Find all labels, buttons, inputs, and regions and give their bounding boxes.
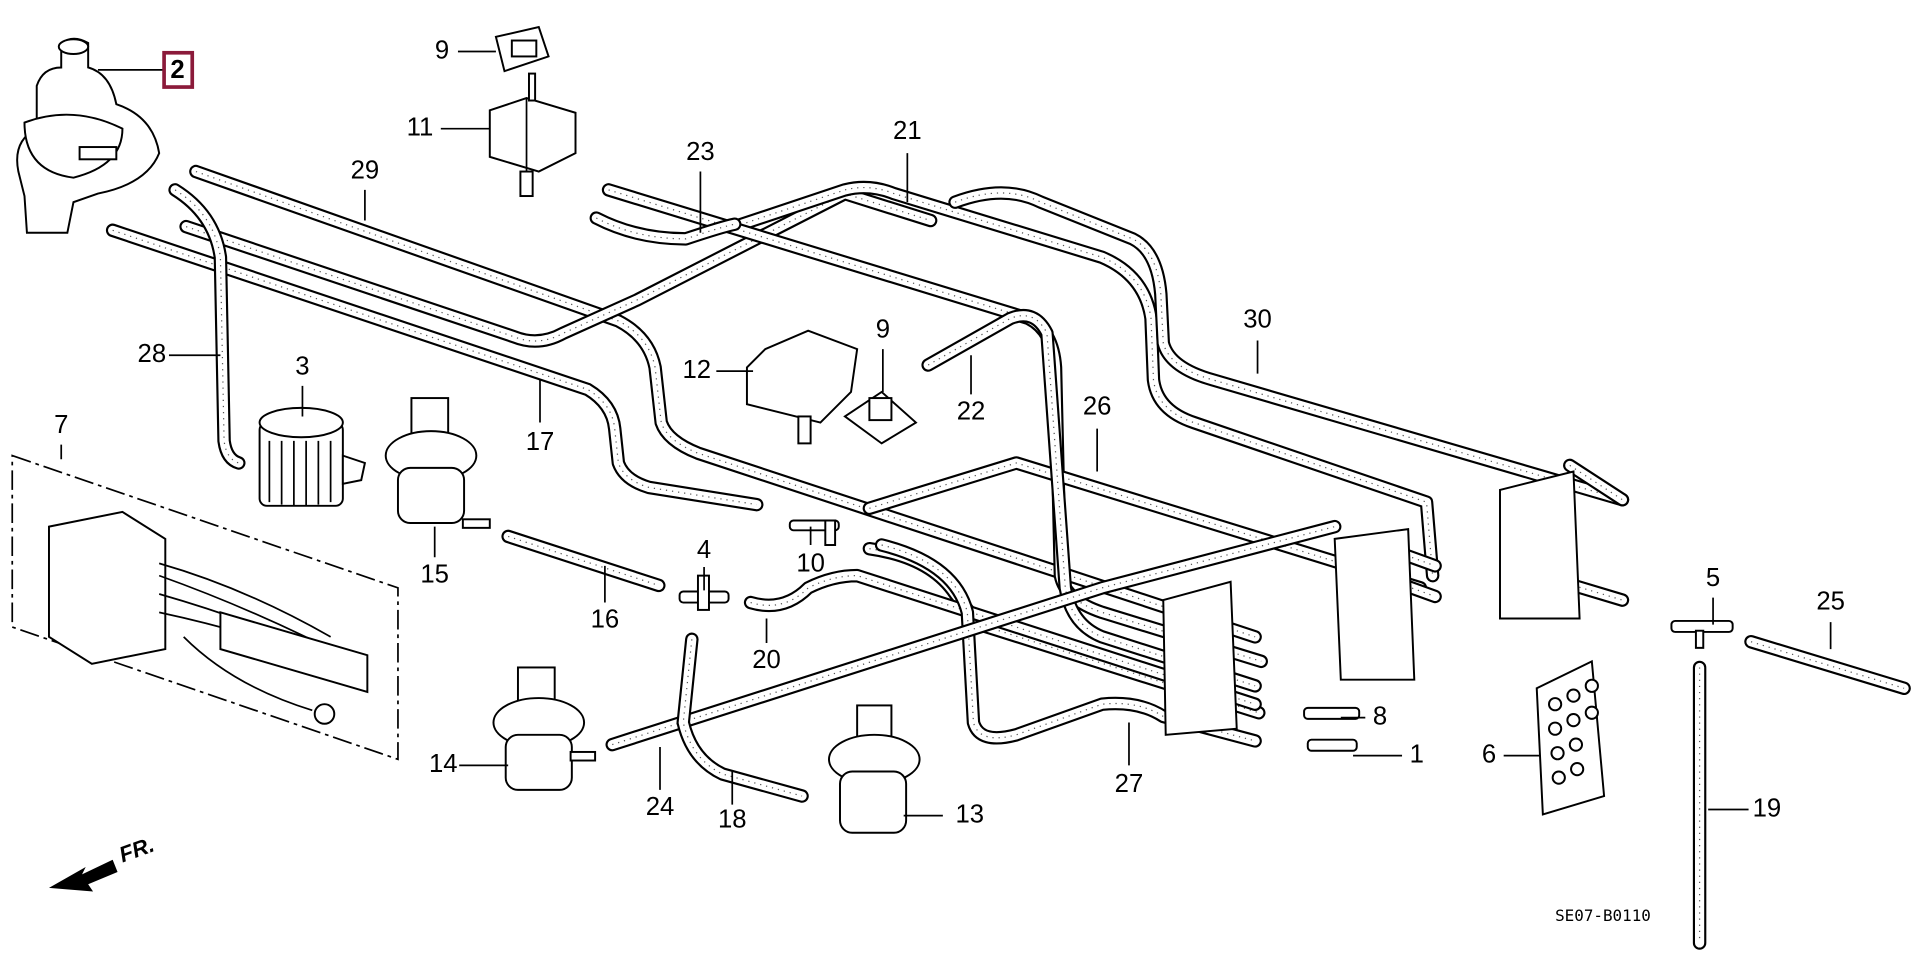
part-5-joint[interactable] <box>1670 619 1734 649</box>
callout-17[interactable]: 17 <box>526 428 555 456</box>
tube-23b[interactable] <box>589 211 742 246</box>
part-13-valve[interactable] <box>828 704 921 834</box>
callout-5[interactable]: 5 <box>1706 564 1720 592</box>
callout-1[interactable]: 1 <box>1410 740 1424 768</box>
tube-upper[interactable] <box>179 186 938 348</box>
callout-2[interactable]: 2 <box>170 56 184 84</box>
tube-27[interactable] <box>874 538 1262 748</box>
tubes <box>105 164 1911 950</box>
part-10-joint[interactable] <box>788 519 840 546</box>
part-9-connector-top[interactable] <box>494 25 550 73</box>
callout-8[interactable]: 8 <box>1373 702 1387 730</box>
part-11-solenoid[interactable] <box>488 72 577 198</box>
leader-lines <box>60 50 1832 817</box>
callout-29[interactable]: 29 <box>351 156 380 184</box>
callout-22[interactable]: 22 <box>957 398 986 426</box>
callout-21[interactable]: 21 <box>893 117 922 145</box>
tube-right2[interactable] <box>1566 578 1630 607</box>
part-9-connector-mid[interactable] <box>843 390 918 445</box>
tube-30[interactable] <box>948 186 1630 507</box>
callout-11[interactable]: 11 <box>407 113 434 141</box>
callout-16[interactable]: 16 <box>591 606 620 634</box>
grommet-hole <box>1584 678 1599 693</box>
brackets <box>1162 470 1581 736</box>
tube-25[interactable] <box>1744 635 1911 696</box>
callout-13[interactable]: 13 <box>955 800 984 828</box>
part-1-fitting[interactable] <box>1306 738 1358 752</box>
grommet-hole <box>1548 697 1563 712</box>
grommet-hole <box>1566 713 1581 728</box>
callout-20[interactable]: 20 <box>752 646 781 674</box>
callout-14[interactable]: 14 <box>429 750 458 778</box>
callout-9b[interactable]: 9 <box>876 316 890 344</box>
tube-28[interactable] <box>168 183 246 470</box>
tube-17[interactable] <box>105 223 764 512</box>
grommet-hole <box>1584 705 1599 720</box>
tube-16[interactable] <box>501 529 666 593</box>
callout-9[interactable]: 9 <box>435 36 449 64</box>
grommet-hole <box>1548 721 1563 736</box>
tube-21[interactable] <box>727 180 1440 583</box>
callout-6[interactable]: 6 <box>1482 740 1496 768</box>
diagram-code: SE07-B0110 <box>1555 906 1651 925</box>
tube-right1[interactable] <box>1563 458 1630 507</box>
callout-26[interactable]: 26 <box>1083 393 1112 421</box>
tube-20b[interactable] <box>743 568 1262 711</box>
callout-30[interactable]: 30 <box>1243 306 1272 334</box>
tube-18[interactable] <box>676 632 809 803</box>
highlight-box-part-2 <box>162 50 195 89</box>
callout-15[interactable]: 15 <box>420 560 449 588</box>
part-6-grommet[interactable] <box>1535 659 1606 816</box>
part-14-valve[interactable] <box>492 666 597 791</box>
part-7-harness[interactable] <box>11 454 399 761</box>
grommet-hole <box>1550 746 1565 761</box>
part-12-solenoid[interactable] <box>745 329 859 445</box>
callout-4[interactable]: 4 <box>697 536 711 564</box>
grommet-hole <box>1570 761 1585 777</box>
grommet-hole <box>1566 688 1581 703</box>
part-15-valve[interactable] <box>384 397 491 529</box>
callout-labels: 2 9 11 23 21 29 28 3 17 12 9 22 30 26 7 … <box>54 36 1845 833</box>
callout-3[interactable]: 3 <box>295 352 309 380</box>
tube-24[interactable] <box>605 519 1342 752</box>
callout-28[interactable]: 28 <box>138 340 167 368</box>
callout-25[interactable]: 25 <box>1816 587 1845 615</box>
tube-22[interactable] <box>921 308 1262 693</box>
callout-18[interactable]: 18 <box>718 805 747 833</box>
part-4-joint[interactable] <box>678 574 730 611</box>
callout-7[interactable]: 7 <box>54 411 68 439</box>
callout-24[interactable]: 24 <box>646 793 675 821</box>
callout-12[interactable]: 12 <box>682 356 711 384</box>
callout-27[interactable]: 27 <box>1115 770 1144 798</box>
front-direction-arrow: FR. <box>48 832 158 892</box>
part-3-filter[interactable] <box>258 406 367 507</box>
part-8-fitting[interactable] <box>1303 706 1361 720</box>
part-2-valve[interactable] <box>16 37 161 234</box>
callout-19[interactable]: 19 <box>1753 794 1782 822</box>
callout-23[interactable]: 23 <box>686 138 715 166</box>
direction-label: FR. <box>116 832 158 868</box>
grommet-hole <box>1568 737 1584 752</box>
tube-29[interactable] <box>189 164 1262 644</box>
grommet-hole <box>1551 770 1566 785</box>
callout-10[interactable]: 10 <box>796 549 825 577</box>
